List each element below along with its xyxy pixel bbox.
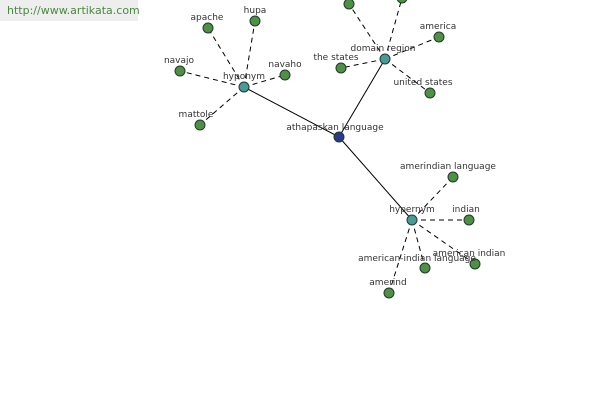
node-hupa[interactable] [249, 15, 261, 27]
node-label-domain[interactable]: domain region [350, 44, 415, 54]
node-americanindian[interactable] [469, 258, 481, 270]
edge-hyponym-navaho [243, 74, 286, 88]
node-hyponym[interactable] [238, 81, 250, 93]
edge-hyponym-hupa [243, 20, 256, 88]
edge-hypernym-amerindianlang [411, 176, 454, 221]
node-label-americanindianlang[interactable]: american-indian language [358, 254, 476, 264]
node-label-americanindian[interactable]: american indian [433, 249, 506, 259]
node-d1[interactable] [343, 0, 355, 10]
node-apache[interactable] [202, 22, 214, 34]
edge-hyponym-apache [207, 27, 245, 88]
node-label-indian[interactable]: indian [452, 205, 480, 215]
node-label-unitedstates[interactable]: united states [393, 78, 452, 88]
node-navajo[interactable] [174, 65, 186, 77]
node-america[interactable] [433, 31, 445, 43]
node-label-hupa[interactable]: hupa [244, 6, 267, 16]
node-unitedstates[interactable] [424, 87, 436, 99]
edge-domain-unitedstates [384, 58, 431, 94]
node-domain[interactable] [379, 53, 391, 65]
label-layer: athapaskan language hyponym domain region h… [164, 6, 505, 288]
node-indian[interactable] [463, 214, 475, 226]
edge-hyponym-navajo [179, 70, 245, 88]
node-label-hypernym[interactable]: hypernym [389, 205, 435, 215]
node-label-america[interactable]: america [420, 22, 456, 32]
node-hypernym[interactable] [406, 214, 418, 226]
node-americanindianlang[interactable] [419, 262, 431, 274]
node-d2[interactable] [396, 0, 408, 4]
node-label-amerindianlang[interactable]: amerindian language [400, 162, 496, 172]
edge-domain-thestates [340, 58, 386, 69]
node-center[interactable] [333, 131, 345, 143]
edge-domain-america [384, 36, 440, 60]
node-label-mattole[interactable]: mattole [179, 110, 214, 120]
node-amerindianlang[interactable] [447, 171, 459, 183]
node-mattole[interactable] [194, 119, 206, 131]
edge-hypernym-amerind [388, 219, 413, 294]
edge-center-hypernym [338, 136, 413, 221]
node-amerind[interactable] [383, 287, 395, 299]
edge-domain-d2 [384, 0, 402, 60]
node-navaho[interactable] [279, 69, 291, 81]
edge-hyponym-mattole [199, 86, 245, 126]
edge-layer [179, 0, 476, 294]
node-label-amerind[interactable]: amerind [369, 278, 406, 288]
edge-domain-d1 [348, 3, 386, 60]
node-label-hyponym[interactable]: hyponym [223, 72, 265, 82]
node-label-navaho[interactable]: navaho [268, 60, 302, 70]
edge-hypernym-americanindian [411, 219, 476, 265]
node-label-apache[interactable]: apache [191, 13, 224, 23]
edge-center-hyponym [243, 86, 340, 138]
edge-center-domain [338, 58, 386, 138]
watermark-link[interactable]: http://www.artikata.com [0, 0, 140, 21]
node-layer [174, 0, 481, 299]
node-label-thestates[interactable]: the states [313, 53, 358, 63]
node-label-center[interactable]: athapaskan language [286, 123, 384, 133]
node-label-navajo[interactable]: navajo [164, 56, 195, 66]
node-thestates[interactable] [335, 62, 347, 74]
